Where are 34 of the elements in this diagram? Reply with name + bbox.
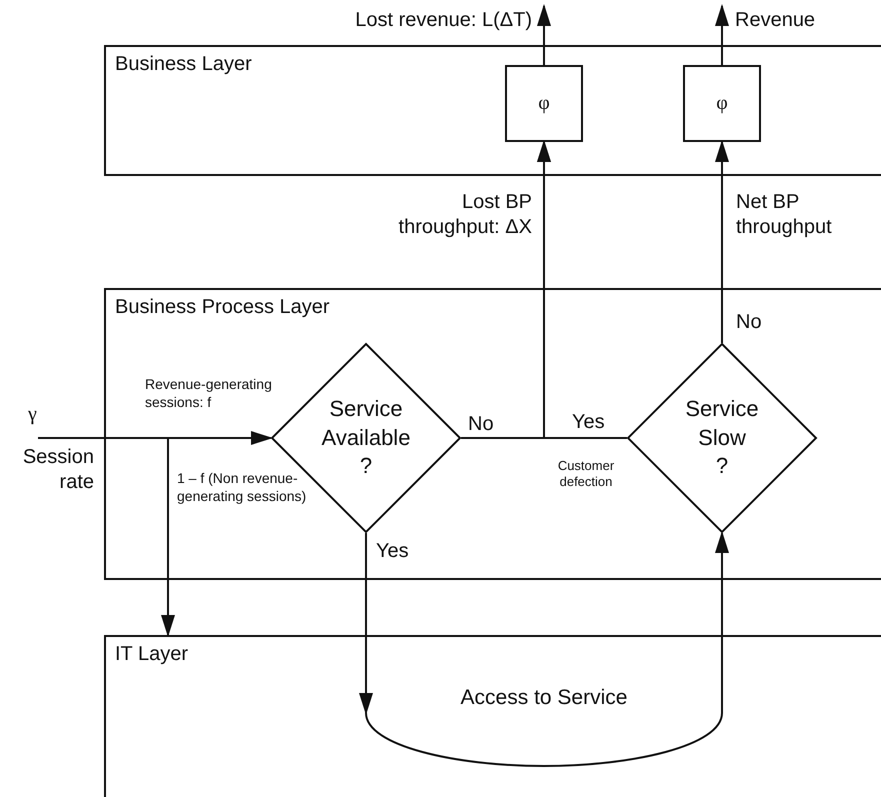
layer-band [104,45,881,176]
arrow [715,531,729,713]
layer-band [104,635,881,797]
function-box [505,65,583,142]
arrow [161,438,175,637]
edge-label: Yes [376,539,410,564]
annotation-text: Customer defection [556,458,616,490]
annotation-text: Session rate [22,445,94,495]
layer-title: IT Layer [115,643,188,666]
edge-label: Revenue-generating sessions: f [145,376,273,411]
arrow [715,4,729,65]
edge-label: Yes [572,410,606,435]
process-text: Access to Service [460,686,628,710]
decision-text: Service Available ? [320,395,412,480]
arrow [38,431,273,445]
layer-title: Business Process Layer [115,296,330,319]
edge-label: No [468,412,495,437]
symbol-label: γ [28,402,38,427]
arrow [715,140,729,343]
decision-text: Service Slow ? [684,395,760,480]
function-symbol: φ [716,92,728,115]
arrow [359,533,373,715]
function-box [683,65,761,142]
annotation-text: Net BP throughput [736,190,833,240]
annotation-text: Lost BP throughput: ΔX [398,190,532,240]
layer-title: Business Layer [115,53,252,76]
edge-label: Revenue [735,8,816,33]
arrow [537,4,551,65]
layer-band [104,288,881,580]
edge-label: 1 – f (Non revenue-generating sessions) [177,470,308,505]
edge-label: Lost revenue: L(ΔT) [354,8,532,33]
arrow [537,140,627,439]
edge-label: No [736,310,763,335]
function-symbol: φ [538,92,550,115]
